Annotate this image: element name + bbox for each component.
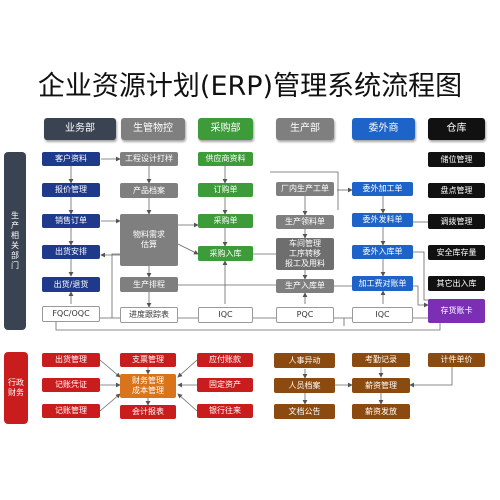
node-quote: 报价管理 [42, 183, 100, 197]
node-delivery: 出货/退货 [42, 277, 100, 292]
node-bank: 银行往来 [197, 404, 253, 418]
node-scheduling: 生产排程 [120, 277, 178, 292]
node-product-file: 产品档案 [120, 183, 178, 198]
node-progress: 进度跟踪表 [120, 307, 178, 323]
node-bookkeeping: 记账管理 [42, 404, 100, 418]
node-work-order: 厂内生产工单 [276, 182, 334, 196]
header-purchasing: 采购部 [198, 118, 253, 140]
node-payroll: 薪资管理 [352, 378, 410, 393]
node-purchase: 采购单 [198, 214, 253, 228]
header-production: 生产部 [276, 118, 334, 140]
node-piece-rate: 计件单价 [428, 353, 485, 367]
node-outsourcing-in: 委外入库单 [352, 245, 413, 259]
node-finished-in: 生产入库单 [276, 279, 334, 293]
node-attendance: 考勤记录 [352, 353, 410, 367]
node-fqc-oqc: FQC/OQC [42, 306, 100, 322]
node-mrp: 物料需求 估算 [120, 214, 178, 266]
node-engineering: 工程设计打样 [120, 152, 178, 166]
node-receiving: 采购入库 [198, 246, 253, 261]
node-requisition: 生产领料单 [276, 215, 334, 229]
node-fixed-assets: 固定资产 [197, 378, 253, 392]
node-payment-management: 支票管理 [120, 353, 176, 367]
node-supplier: 供应商资料 [198, 152, 253, 166]
node-shipment: 出货安排 [42, 245, 100, 259]
node-workshop: 车间管理 工序转移 报工及用料 [276, 238, 334, 270]
node-accounting-report: 会计报表 [120, 405, 176, 419]
node-outsourcing-issue: 委外发料单 [352, 213, 413, 227]
header-outsourcing: 委外商 [352, 118, 415, 140]
node-outsourcing-order: 委外加工单 [352, 182, 413, 196]
node-storage: 储位管理 [428, 152, 485, 167]
node-shipping-management: 出货管理 [42, 353, 100, 367]
node-stocktake: 盘点管理 [428, 183, 485, 198]
node-po: 订购单 [198, 183, 253, 197]
node-inventory-ledger: 存货账卡 [428, 299, 485, 323]
side-label-admin-finance: 行政 财务 [4, 352, 28, 424]
node-safety-stock: 安全库存量 [428, 245, 485, 260]
node-iqc-outsourcing: IQC [352, 307, 413, 323]
node-document-notice: 文档公告 [274, 404, 335, 419]
header-warehouse: 仓库 [428, 118, 485, 140]
header-business: 业务部 [44, 118, 116, 140]
page-title: 企业资源计划(ERP)管理系统流程图 [37, 71, 463, 102]
node-finance-management: 财务管理 成本管理 [120, 374, 176, 398]
node-voucher: 记账凭证 [42, 378, 100, 392]
node-processing-fee: 加工费对账单 [352, 276, 413, 291]
node-other-io: 其它出入库 [428, 276, 485, 291]
node-customer: 客户资料 [42, 152, 100, 166]
node-pqc: PQC [276, 307, 334, 323]
header-production-control: 生管物控 [121, 118, 185, 140]
node-salary-payment: 薪资发放 [352, 404, 410, 419]
node-payables: 应付账款 [197, 353, 253, 367]
node-transfer: 调拨管理 [428, 214, 485, 229]
node-sales-order: 销售订单 [42, 214, 100, 228]
node-personnel-archive: 人员档案 [274, 378, 335, 393]
side-label-production-departments: 生 产 相 关 部 门 [4, 152, 26, 330]
node-personnel-transfer: 人事异动 [274, 353, 335, 368]
node-iqc-purchasing: IQC [198, 307, 253, 323]
